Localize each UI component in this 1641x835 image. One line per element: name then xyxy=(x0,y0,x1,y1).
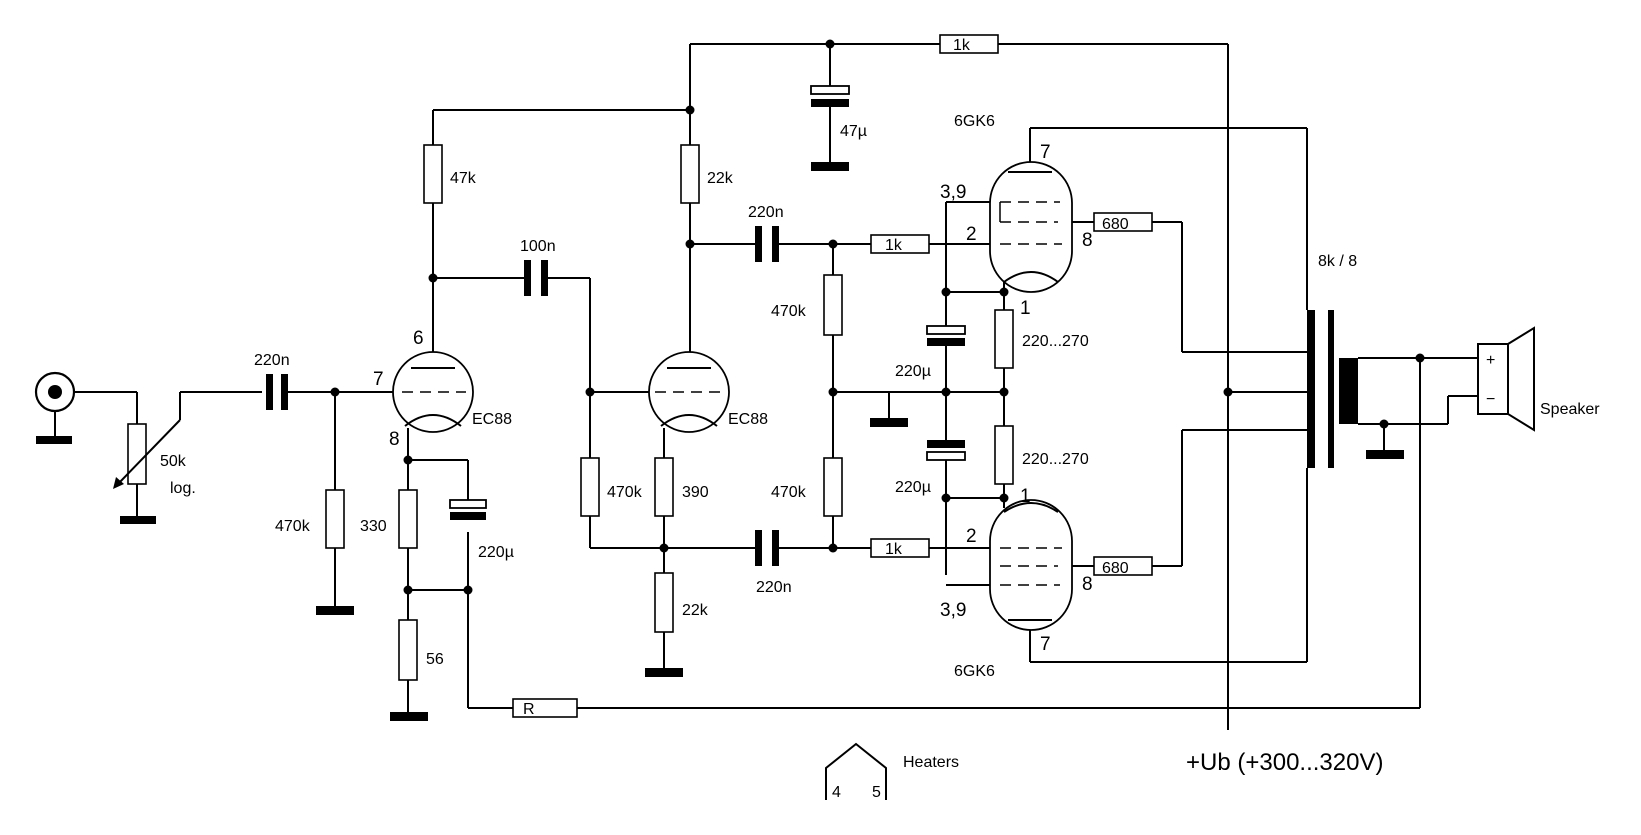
tail-res-value: 22k xyxy=(682,602,709,619)
v1-type: EC88 xyxy=(472,411,512,428)
bottom-cathode-pin: 1 xyxy=(1020,486,1031,507)
bottom-output-type: 6GK6 xyxy=(954,663,995,680)
grid1-res-value: 470k xyxy=(275,518,311,535)
cathode2-res-value: 390 xyxy=(682,484,709,501)
v1-grid-pin: 7 xyxy=(373,369,384,390)
coupling-cap-value: 100n xyxy=(520,238,556,255)
input-cap-value: 220n xyxy=(254,352,290,369)
feedback-res-value: R xyxy=(523,701,535,718)
pot-taper: log. xyxy=(170,480,196,497)
speaker-plus: + xyxy=(1486,352,1495,369)
output-tube-top: 7 3,9 2 8 1 6GK6 xyxy=(940,113,1093,319)
v1-anode-pin: 6 xyxy=(413,328,424,349)
cathode-cap-top-value: 220µ xyxy=(895,363,931,380)
bottom-plate-pin: 7 xyxy=(1040,634,1051,655)
pot-value: 50k xyxy=(160,453,187,470)
heater-pin-a: 4 xyxy=(832,784,841,801)
bottom-g3k-pin: 3,9 xyxy=(940,600,966,621)
top-g2-pin: 8 xyxy=(1082,230,1093,251)
coupling-cap-bottom-value: 220n xyxy=(756,579,792,596)
input-jack xyxy=(34,371,76,436)
cathode-bottom-res-value: 220...270 xyxy=(1022,451,1089,468)
screen-bottom-res-value: 680 xyxy=(1102,560,1129,577)
gridstop-top-res-value: 1k xyxy=(885,237,903,254)
feedback-shunt-res-value: 56 xyxy=(426,651,444,668)
v2-type: EC88 xyxy=(728,411,768,428)
gridstop-bottom-res-value: 1k xyxy=(885,541,903,558)
top-output-type: 6GK6 xyxy=(954,113,995,130)
supply-cap-value: 47µ xyxy=(840,123,867,140)
transformer-ratio: 8k / 8 xyxy=(1318,253,1357,270)
anode1-res-value: 47k xyxy=(450,170,477,187)
volume-potentiometer: 50k log. xyxy=(113,419,196,497)
heaters-label: Heaters xyxy=(903,754,959,771)
cathode-cap-bottom-value: 220µ xyxy=(895,479,931,496)
bottom-g1-pin: 2 xyxy=(966,526,977,547)
screen-top-res-value: 680 xyxy=(1102,216,1129,233)
speaker: + − Speaker xyxy=(1477,326,1600,432)
tube-v1: 6 7 8 EC88 xyxy=(373,328,512,450)
speaker-label: Speaker xyxy=(1540,401,1600,418)
coupling-cap-top-value: 220n xyxy=(748,204,784,221)
heaters: 4 5 Heaters xyxy=(825,742,959,801)
bottom-g2-pin: 8 xyxy=(1082,574,1093,595)
supply-res-value: 1k xyxy=(953,37,971,54)
output-tube-bottom: 1 2 8 3,9 7 6GK6 xyxy=(940,486,1093,680)
capacitors: 220n 100n 47µ 220µ 220n 220n 220µ 220µ xyxy=(254,85,966,596)
top-g3k-pin: 3,9 xyxy=(940,182,966,203)
cathode-top-res-value: 220...270 xyxy=(1022,333,1089,350)
wiring xyxy=(55,43,1478,730)
gridleak-bottom-res-value: 470k xyxy=(771,484,807,501)
resistors: 47k 22k 1k 470k 330 56 R 470k 390 22k 47… xyxy=(275,34,1153,718)
cathode-cap-value: 220µ xyxy=(478,544,514,561)
anode2-res-value: 22k xyxy=(707,170,734,187)
top-plate-pin: 7 xyxy=(1040,142,1051,163)
cathode1-res-value: 330 xyxy=(360,518,387,535)
heater-pin-b: 5 xyxy=(872,784,881,801)
junction-dots xyxy=(330,39,1425,595)
top-cathode-pin: 1 xyxy=(1020,298,1031,319)
grid2-res-value: 470k xyxy=(607,484,643,501)
v1-cathode-pin: 8 xyxy=(389,429,400,450)
speaker-minus: − xyxy=(1486,391,1495,408)
top-g1-pin: 2 xyxy=(966,224,977,245)
supply-voltage: +Ub (+300...320V) xyxy=(1186,749,1383,776)
gridleak-top-res-value: 470k xyxy=(771,303,807,320)
tube-v2: EC88 xyxy=(648,351,768,433)
output-transformer: 8k / 8 xyxy=(1307,253,1358,468)
ground-symbols xyxy=(36,162,1404,721)
